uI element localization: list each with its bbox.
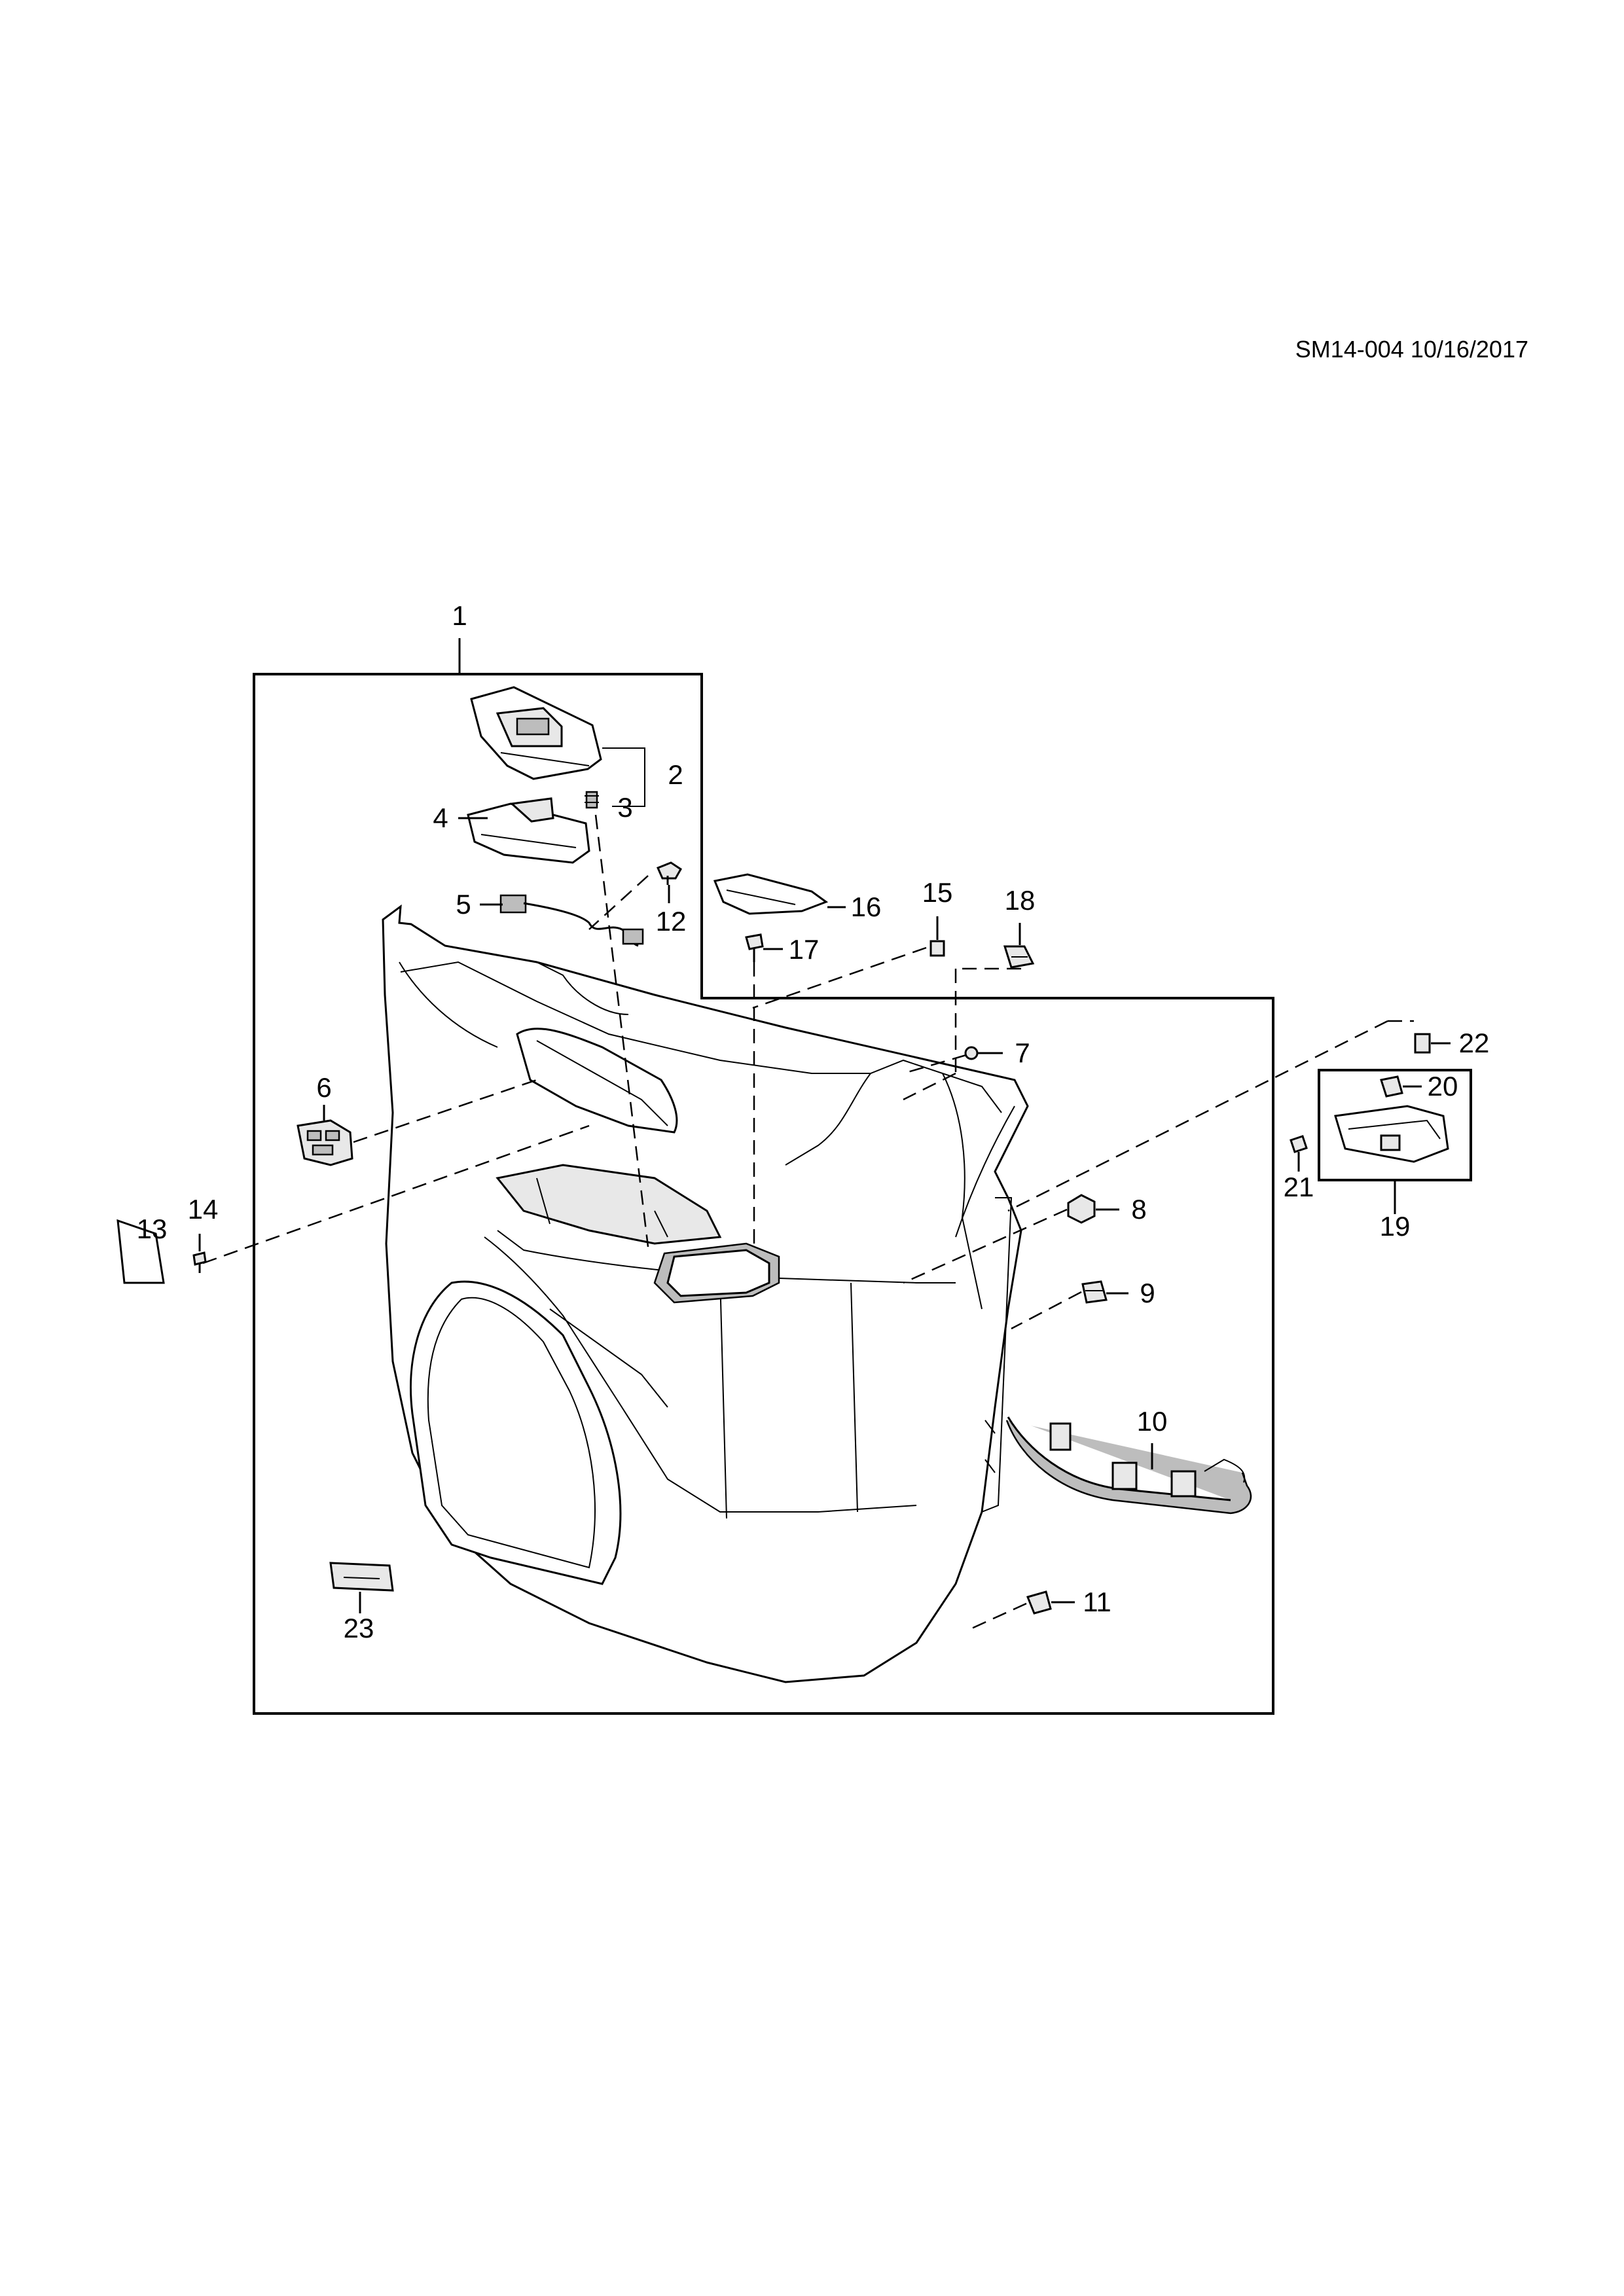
callout-17: 17 <box>789 934 820 965</box>
callout-12: 12 <box>656 906 687 937</box>
part-7-screw <box>964 1046 979 1060</box>
callout-3: 3 <box>617 792 632 823</box>
callout-15: 15 <box>922 877 953 908</box>
part-13-cap <box>117 1219 165 1284</box>
part-10-trim-strip <box>1005 1416 1252 1515</box>
part-23-badge <box>329 1562 394 1592</box>
part-4-window-switch <box>467 797 590 864</box>
part-5-wiring-harness <box>499 894 644 947</box>
part-19-bracket <box>1334 1105 1449 1163</box>
callout-18: 18 <box>1005 885 1036 916</box>
callout-6: 6 <box>316 1072 331 1103</box>
callout-21: 21 <box>1284 1172 1314 1202</box>
callout-2: 2 <box>668 759 683 790</box>
part-9-clip <box>1081 1280 1108 1304</box>
part-15-retainer <box>929 940 945 957</box>
callout-22: 22 <box>1459 1028 1490 1058</box>
callout-2-3-bracket <box>602 747 645 807</box>
part-14-screw <box>192 1251 207 1273</box>
callout-20: 20 <box>1428 1071 1458 1102</box>
callout-19: 19 <box>1380 1211 1411 1242</box>
callout-23: 23 <box>344 1613 374 1643</box>
part-6-mirror-switch <box>297 1119 353 1166</box>
part-3-clip <box>585 791 599 809</box>
callout-10: 10 <box>1137 1406 1168 1437</box>
callout-14: 14 <box>188 1194 219 1225</box>
callout-8: 8 <box>1131 1194 1146 1225</box>
part-11-clip <box>1026 1590 1052 1615</box>
callouts: 1 2 3 4 5 6 7 8 9 10 11 12 13 14 15 16 1… <box>137 600 1490 1643</box>
part-12-push-pin <box>657 861 682 885</box>
callout-leaders <box>198 817 1451 1613</box>
callout-4: 4 <box>433 802 448 833</box>
callout-11: 11 <box>1083 1587 1111 1617</box>
part-18-clip <box>1003 945 1035 969</box>
part-20-clip <box>1380 1075 1403 1098</box>
callout-1: 1 <box>452 600 467 631</box>
part-2-switch-bezel <box>470 686 602 780</box>
callout-13: 13 <box>137 1213 168 1244</box>
part-17-screw <box>745 933 764 962</box>
part-8-nut <box>1067 1194 1096 1224</box>
callout-9: 9 <box>1140 1278 1155 1308</box>
callout-7: 7 <box>1015 1037 1030 1068</box>
callout-5: 5 <box>456 889 471 920</box>
part-22-nut <box>1414 1033 1431 1054</box>
assembly-boundary <box>253 673 1274 1715</box>
part-16-pull-cup-insert <box>713 873 829 915</box>
door-trim-panel <box>382 904 1029 1683</box>
assembly-lines <box>202 814 1414 1631</box>
document-id: SM14-004 10/16/2017 <box>1295 336 1528 363</box>
callout-16: 16 <box>851 891 882 922</box>
part-21-screw <box>1290 1135 1308 1153</box>
